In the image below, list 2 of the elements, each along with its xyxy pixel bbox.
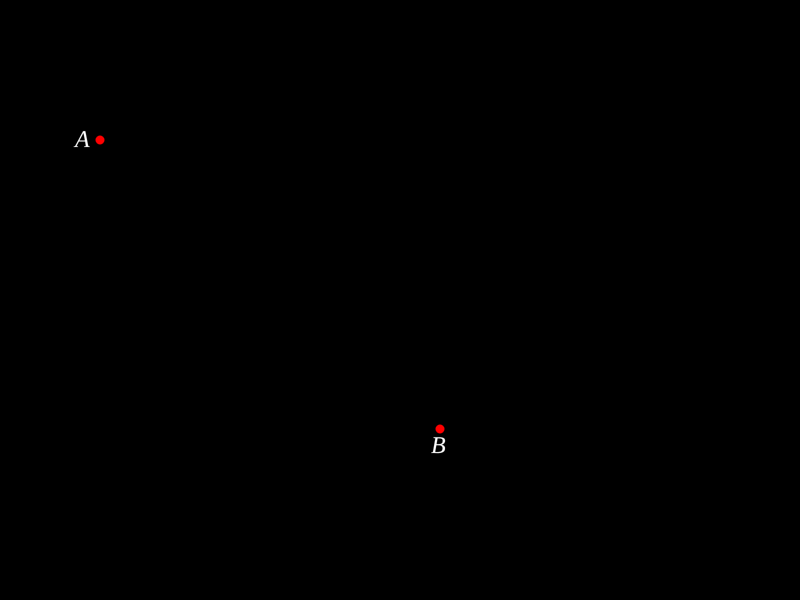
point-label: B	[431, 434, 446, 458]
point-label: A	[75, 128, 90, 152]
